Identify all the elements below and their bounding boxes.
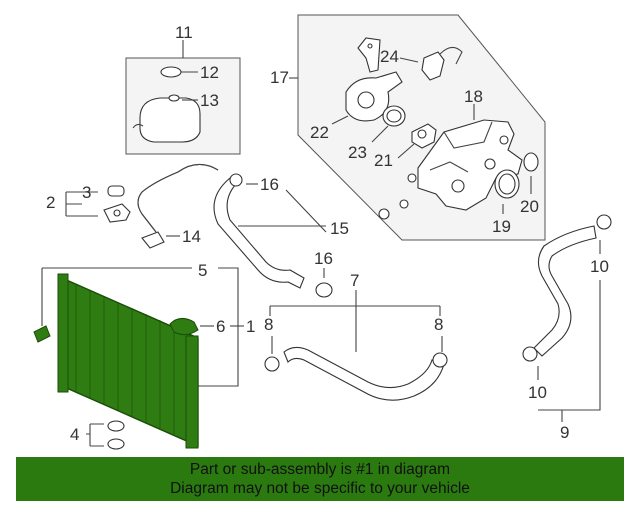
footer-line-1: Part or sub-assembly is #1 in diagram	[189, 461, 451, 478]
callout-11: 11	[175, 23, 193, 42]
lower-hose-part	[283, 346, 445, 401]
radiator-group: 5 6 1 4	[33, 261, 255, 450]
callout-8b: 8	[434, 315, 443, 334]
callout-14: 14	[182, 227, 201, 246]
callout-7: 7	[350, 271, 359, 290]
callout-18: 18	[464, 87, 483, 106]
radiator-tank-left	[57, 273, 69, 393]
callout-20: 20	[520, 197, 539, 216]
callout-10b: 10	[528, 383, 547, 402]
callout-10a: 10	[590, 257, 609, 276]
upper-hose-part	[213, 177, 305, 289]
callout-22: 22	[310, 123, 329, 142]
sensor-part	[421, 51, 445, 81]
callout-2: 2	[46, 193, 55, 212]
radiator-part[interactable]	[61, 276, 199, 448]
thermostat-housing-group: 17 24 22 23 21 18	[270, 14, 546, 241]
mount-bracket-5-part	[33, 325, 51, 343]
clamp-8a-part	[264, 356, 280, 372]
footer-line-2: Diagram may not be specific to your vehi…	[170, 480, 470, 497]
callout-9: 9	[560, 423, 569, 442]
bracket-part	[357, 37, 381, 73]
reservoir-cap-part	[160, 66, 182, 78]
footer-banner: Part or sub-assembly is #1 in diagram Di…	[16, 457, 624, 501]
radiator-tank-right	[185, 335, 199, 449]
overflow-hose-part	[137, 163, 219, 233]
callout-4: 4	[70, 425, 79, 444]
clamp-8b-part	[432, 352, 448, 368]
clamp-16-part	[315, 282, 333, 298]
callout-23: 23	[348, 143, 367, 162]
mounting-group: 2 3	[46, 183, 131, 223]
thermostat-housing-part	[417, 119, 523, 211]
callout-17: 17	[270, 68, 289, 87]
callout-19: 19	[492, 217, 511, 236]
callout-13: 13	[200, 91, 219, 110]
bypass-hose-group: 10 10 9	[522, 214, 612, 442]
insulator-a-part	[107, 420, 125, 432]
callout-3: 3	[82, 183, 91, 202]
callout-12: 12	[200, 63, 219, 82]
gasket-20-part	[523, 152, 539, 172]
callout-8a: 8	[264, 315, 273, 334]
parts-diagram: 11 12 13 17 24 22 23	[33, 14, 612, 450]
callout-15: 15	[330, 219, 349, 238]
callout-6: 6	[216, 317, 225, 336]
overflow-hose-group: 14	[137, 163, 219, 249]
clamp-10a-part	[596, 214, 612, 230]
callout-1: 1	[246, 317, 255, 336]
bypass-hose-part	[533, 225, 597, 357]
cap-6-part	[169, 318, 199, 336]
callout-5: 5	[198, 261, 207, 280]
callout-16a: 16	[260, 175, 279, 194]
water-outlet-part	[345, 71, 403, 122]
callout-21: 21	[374, 151, 393, 170]
upper-hose-group: 16 15 16	[213, 173, 349, 298]
reservoir-group: 11 12 13	[125, 23, 241, 155]
bushing-part	[107, 185, 125, 197]
lower-hose-group: 7 8 8	[264, 271, 448, 401]
insulator-b-part	[107, 438, 125, 450]
reservoir-tank-part	[139, 97, 201, 143]
clamp-10b-part	[522, 346, 538, 362]
callout-24: 24	[380, 47, 399, 66]
callout-16b: 16	[314, 249, 333, 268]
